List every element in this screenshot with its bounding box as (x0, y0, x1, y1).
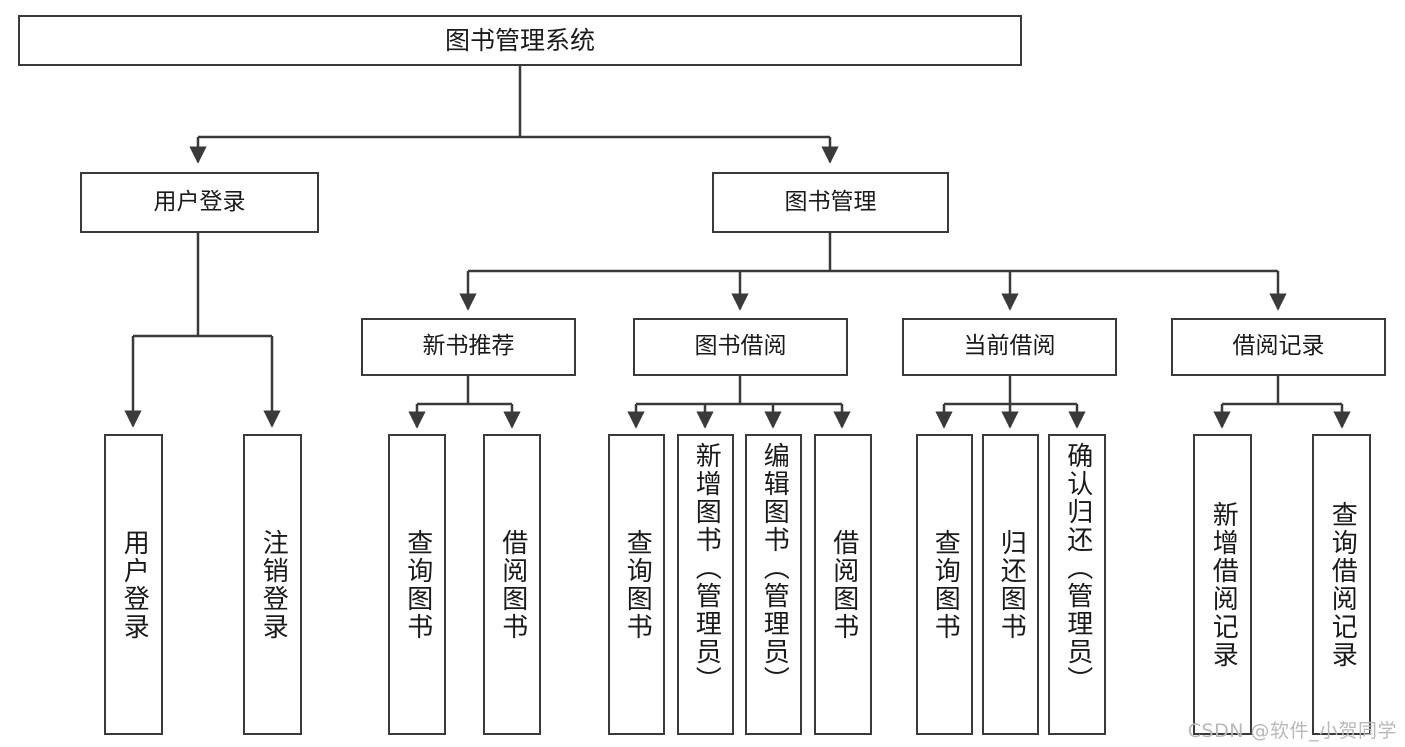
node-leaf-logout[interactable]: 注销登录 (243, 434, 302, 735)
node-new-book-rec-label: 新书推荐 (422, 333, 515, 360)
node-leaf-query-book-2-label: 查询图书 (622, 528, 653, 641)
node-leaf-query-record-label: 查询借阅记录 (1327, 500, 1358, 669)
node-leaf-add-record-label: 新增借阅记录 (1208, 500, 1239, 669)
node-leaf-query-book-1-label: 查询图书 (402, 528, 433, 641)
watermark-text: CSDN @软件_小贺同学 (1187, 720, 1397, 742)
node-leaf-edit-book-label: 编辑图书（管理员） (759, 442, 790, 694)
node-root-label: 图书管理系统 (444, 25, 595, 55)
node-leaf-add-record[interactable]: 新增借阅记录 (1193, 434, 1252, 735)
node-new-book-rec[interactable]: 新书推荐 (361, 318, 576, 376)
node-leaf-add-book-label: 新增图书（管理员） (691, 442, 722, 694)
node-leaf-confirm-return-label: 确认归还（管理员） (1062, 442, 1093, 694)
node-borrow-record[interactable]: 借阅记录 (1171, 318, 1386, 376)
node-leaf-query-book-1[interactable]: 查询图书 (388, 434, 446, 735)
node-root[interactable]: 图书管理系统 (18, 15, 1022, 66)
node-leaf-return-book[interactable]: 归还图书 (982, 434, 1039, 735)
node-current-borrow-label: 当前借阅 (963, 333, 1056, 360)
node-book-manage[interactable]: 图书管理 (712, 172, 949, 233)
node-leaf-query-record[interactable]: 查询借阅记录 (1312, 434, 1371, 735)
node-user-login-label: 用户登录 (153, 188, 246, 215)
node-leaf-query-book-3-label: 查询图书 (930, 528, 961, 641)
node-user-login[interactable]: 用户登录 (80, 172, 319, 233)
node-book-manage-label: 图书管理 (784, 188, 877, 215)
node-leaf-borrow-book-1[interactable]: 借阅图书 (483, 434, 541, 735)
node-borrow-record-label: 借阅记录 (1232, 333, 1325, 360)
node-leaf-query-book-2[interactable]: 查询图书 (608, 434, 665, 735)
node-current-borrow[interactable]: 当前借阅 (902, 318, 1117, 376)
node-book-borrow-label: 图书借阅 (694, 333, 787, 360)
node-leaf-borrow-book-1-label: 借阅图书 (497, 528, 528, 641)
node-leaf-confirm-return[interactable]: 确认归还（管理员） (1048, 434, 1106, 735)
node-leaf-edit-book[interactable]: 编辑图书（管理员） (745, 434, 802, 735)
node-leaf-borrow-book-2-label: 借阅图书 (828, 528, 859, 641)
node-leaf-logout-label: 注销登录 (258, 528, 289, 641)
node-leaf-borrow-book-2[interactable]: 借阅图书 (814, 434, 872, 735)
node-leaf-add-book[interactable]: 新增图书（管理员） (677, 434, 734, 735)
node-book-borrow[interactable]: 图书借阅 (633, 318, 848, 376)
node-leaf-user-login-label: 用户登录 (119, 528, 150, 641)
node-leaf-user-login[interactable]: 用户登录 (104, 434, 163, 735)
node-leaf-return-book-label: 归还图书 (996, 528, 1027, 641)
node-leaf-query-book-3[interactable]: 查询图书 (916, 434, 973, 735)
